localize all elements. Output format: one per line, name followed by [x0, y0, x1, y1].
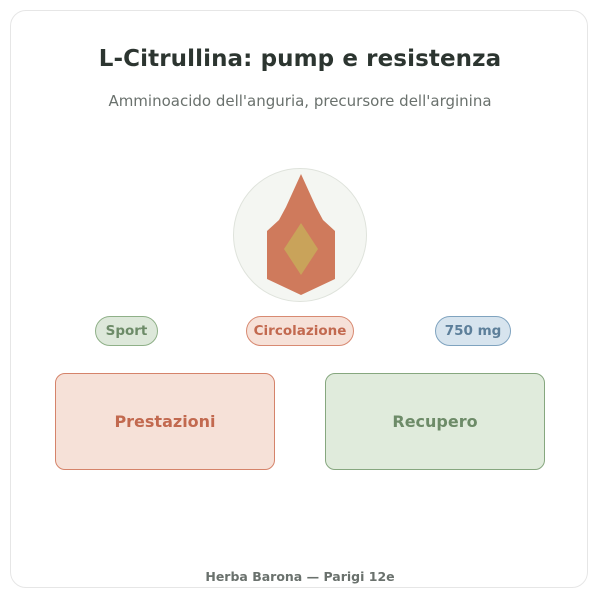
tag-dose: 750 mg [435, 316, 511, 346]
benefit-recovery: Recupero [325, 373, 545, 470]
benefit-performance: Prestazioni [55, 373, 275, 470]
tag-sport: Sport [95, 316, 158, 346]
flame-icon [267, 174, 335, 295]
page-title: L-Citrullina: pump e resistenza [98, 46, 502, 72]
inner-diamond [284, 223, 318, 275]
emblem-badge [233, 168, 367, 302]
tag-circulation: Circolazione [246, 316, 354, 346]
footer-text: Herba Barona — Parigi 12e [205, 569, 395, 584]
page-subtitle: Amminoacido dell'anguria, precursore del… [108, 92, 492, 110]
